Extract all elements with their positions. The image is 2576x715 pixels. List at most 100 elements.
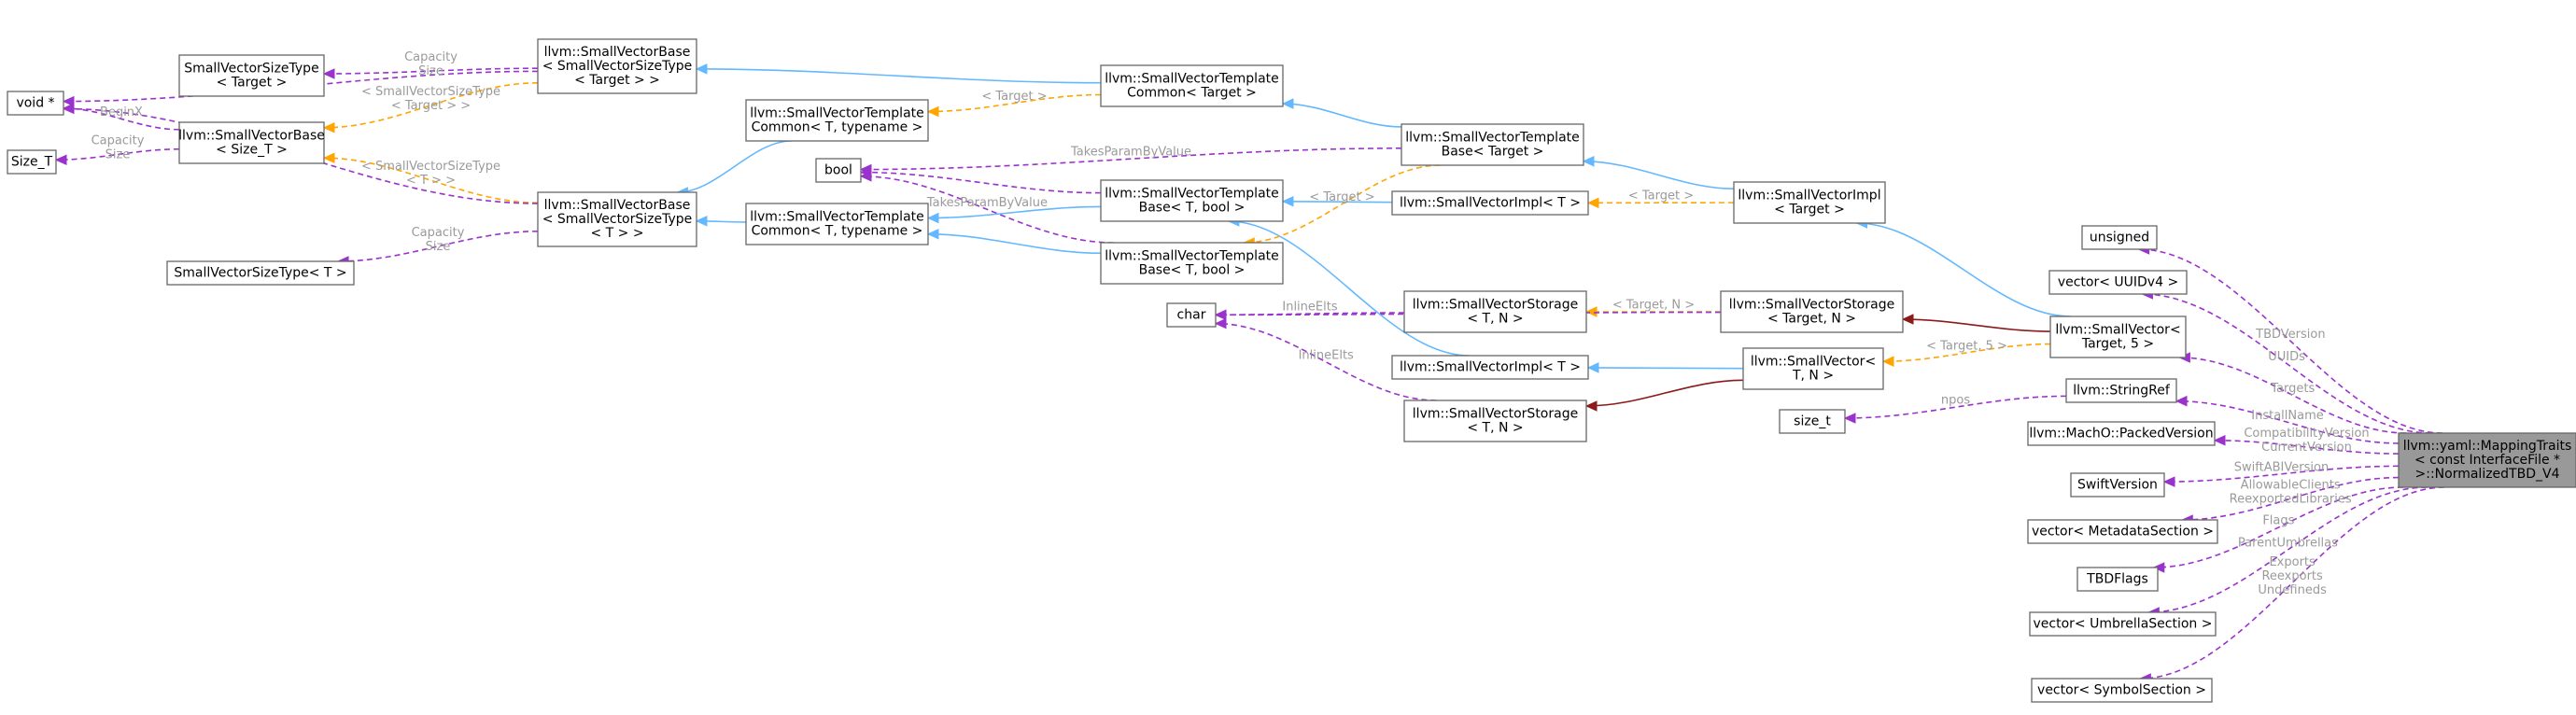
class-node-sv5[interactable]: llvm::SmallVector<Target, 5 >	[2049, 315, 2187, 358]
class-node-box	[745, 99, 929, 142]
class-node-svstt[interactable]: SmallVectorSizeType< T >	[166, 260, 355, 286]
edge-arrowhead-svstorTN	[1584, 306, 1598, 317]
class-node-label: llvm::SmallVectorTemplate	[1105, 249, 1279, 264]
class-node-label: llvm::SmallVectorBase	[544, 45, 691, 60]
edge-label: InlineElts	[1299, 348, 1354, 362]
class-node-label: void *	[16, 96, 54, 111]
class-node-vmeta[interactable]: vector< MetadataSection >	[2027, 519, 2218, 544]
class-node-label: llvm::SmallVector<	[2055, 323, 2180, 338]
class-node-label: llvm::SmallVectorStorage	[1729, 298, 1894, 313]
class-node-box	[1779, 409, 1846, 434]
class-node-box	[1733, 181, 1886, 224]
edge-label: < Target, 5 >	[1926, 339, 2007, 353]
edge-svstorTargetN-to-sv5	[1902, 318, 2051, 332]
class-node-char[interactable]: char	[1166, 302, 1217, 328]
edge-bool-to-svtbTarget	[860, 147, 1402, 171]
class-node-label: T, N >	[1792, 369, 1834, 384]
class-node-box	[1720, 290, 1904, 333]
edge-SizeT-to-svbSizeT	[55, 147, 180, 161]
class-node-box	[2081, 225, 2158, 250]
class-node-label: llvm::SmallVectorTemplate	[750, 106, 924, 121]
class-node-packedver[interactable]: llvm::MachO::PackedVersion	[2027, 421, 2216, 446]
class-node-label: SmallVectorSizeType	[184, 62, 318, 77]
class-node-box	[1403, 290, 1587, 333]
edge-svstorTN2-to-svTN	[1585, 379, 1744, 407]
class-node-svbsvsttarget[interactable]: llvm::SmallVectorBase< SmallVectorSizeTy…	[537, 38, 697, 94]
edge-arrowhead-svstorTargetN	[1901, 314, 1914, 325]
class-node-unsigned[interactable]: unsigned	[2081, 225, 2158, 250]
class-node-svstortn[interactable]: llvm::SmallVectorStorage< T, N >	[1403, 290, 1587, 333]
class-node-label: llvm::SmallVectorStorage	[1413, 298, 1578, 313]
class-node-box	[1403, 400, 1587, 442]
edge-label: npos	[1941, 394, 1970, 408]
class-node-box	[2076, 567, 2159, 592]
edge-label: Undefineds	[2258, 583, 2327, 597]
class-node-box	[178, 121, 325, 164]
class-node-sizet[interactable]: Size_T	[7, 149, 57, 175]
class-node-svtn[interactable]: llvm::SmallVector<T, N >	[1742, 347, 1884, 390]
edge-arrowhead-svtcTtn2	[926, 212, 939, 224]
class-node-swiftver[interactable]: SwiftVersion	[2070, 472, 2165, 498]
edge-arrowhead-bool	[859, 171, 872, 182]
class-node-label: TBDFlags	[2086, 572, 2148, 587]
class-node-svsttarget[interactable]: SmallVectorSizeType< Target >	[178, 54, 325, 97]
edge-arrowhead-sizet	[1843, 413, 1856, 424]
class-node-vuuid[interactable]: vector< UUIDv4 >	[2048, 270, 2188, 295]
edge-label: < Target >	[1309, 190, 1374, 204]
class-node-svstortn2[interactable]: llvm::SmallVectorStorage< T, N >	[1403, 400, 1587, 442]
edge-svbSvstTarget-to-svtcTarget	[696, 68, 1102, 84]
class-node-svbsizet[interactable]: llvm::SmallVectorBase< Size_T >	[178, 121, 325, 164]
edge-label: UUIDs	[2268, 350, 2305, 364]
class-node-label: llvm::SmallVectorBase	[544, 198, 691, 213]
class-node-vumb[interactable]: vector< UmbrellaSection >	[2029, 611, 2217, 637]
class-node-label: llvm::SmallVector<	[1751, 355, 1876, 370]
class-node-tbdflags[interactable]: TBDFlags	[2076, 567, 2159, 592]
edge-label: InlineElts	[1282, 301, 1337, 315]
class-node-svbsvstt[interactable]: llvm::SmallVectorBase< SmallVectorSizeTy…	[537, 191, 697, 247]
class-node-box	[2031, 678, 2213, 703]
class-node-main[interactable]: llvm::yaml::MappingTraits< const Interfa…	[2398, 432, 2576, 488]
edge-arrowhead-packedver	[2213, 434, 2226, 446]
edge-bool-to-svtbTbool	[860, 171, 1102, 194]
edge-label: Size	[418, 64, 443, 78]
class-node-label: < T, N >	[1467, 421, 1523, 436]
edge-svimplT2-to-svTN	[1587, 367, 1744, 370]
edge-svbSizeT-to-svbSvstTarget	[323, 82, 539, 129]
class-node-label: < SmallVectorSizeType	[542, 59, 693, 74]
class-node-stringref[interactable]: llvm::StringRef	[2065, 378, 2177, 403]
edge-label: Capacity	[404, 50, 457, 64]
edge-arrowhead-svstTarget	[322, 68, 335, 79]
class-node-label: Common< T, typename >	[752, 120, 923, 135]
class-node-svstortargetn[interactable]: llvm::SmallVectorStorage< Target, N >	[1720, 290, 1904, 333]
class-node-label: Common< T, typename >	[752, 224, 923, 239]
class-node-svimplt[interactable]: llvm::SmallVectorImpl< T >	[1391, 190, 1589, 216]
class-node-bool[interactable]: bool	[815, 158, 862, 183]
class-node-vsym[interactable]: vector< SymbolSection >	[2031, 678, 2213, 703]
class-node-box	[2065, 378, 2177, 403]
edge-svtcTtn-to-svtcTarget	[927, 93, 1102, 113]
edge-arrowhead-swiftver	[2162, 476, 2175, 487]
class-node-box	[2070, 472, 2165, 498]
edge-svtbTbool-to-svimplT	[1282, 200, 1393, 203]
class-node-sizet[interactable]: size_t	[1779, 409, 1846, 434]
edge-label: SwiftABIVersion	[2234, 460, 2329, 474]
class-node-svimpltarget[interactable]: llvm::SmallVectorImpl< Target >	[1733, 181, 1886, 224]
edge-packedver-to-main	[2214, 439, 2400, 455]
class-node-svimplt2[interactable]: llvm::SmallVectorImpl< T >	[1391, 355, 1589, 380]
edge-label: < Target >	[981, 90, 1047, 104]
edge-label: TakesParamByValue	[1070, 146, 1191, 160]
edge-arrowhead-svtcTtn2	[926, 228, 939, 240]
edge-label: ReexportedLibraries	[2230, 492, 2352, 506]
class-node-box	[1742, 347, 1884, 390]
class-node-label: Base< T, bool >	[1139, 201, 1246, 216]
class-node-label: llvm::SmallVectorImpl	[1738, 189, 1880, 203]
edge-svtbTarget-to-svimplTarget	[1583, 161, 1735, 190]
class-node-voidp[interactable]: void *	[7, 91, 64, 116]
